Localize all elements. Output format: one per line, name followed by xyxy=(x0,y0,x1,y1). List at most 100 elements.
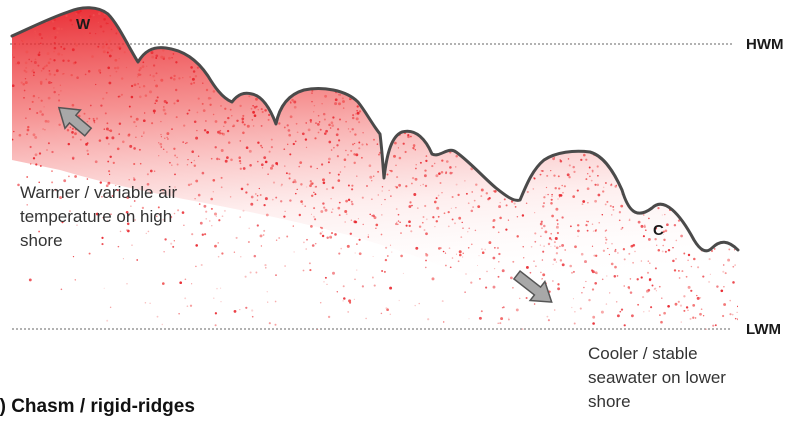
stipple-dot xyxy=(287,22,291,26)
stipple-dot xyxy=(283,215,286,218)
stipple-dot xyxy=(563,97,567,100)
stipple-dot xyxy=(245,81,248,84)
stipple-dot xyxy=(264,109,267,112)
stipple-dot xyxy=(345,149,347,152)
stipple-dot xyxy=(311,92,313,94)
stipple-dot xyxy=(44,129,46,131)
stipple-dot xyxy=(446,116,449,119)
stipple-dot xyxy=(471,138,474,142)
stipple-dot xyxy=(166,132,170,136)
stipple-dot xyxy=(679,304,683,307)
stipple-dot xyxy=(372,214,375,218)
stipple-dot xyxy=(663,95,666,98)
stipple-dot xyxy=(330,149,333,151)
stipple-dot xyxy=(164,44,167,47)
stipple-dot xyxy=(57,52,61,56)
stipple-dot xyxy=(553,309,556,311)
stipple-dot xyxy=(454,125,458,128)
stipple-dot xyxy=(605,115,607,118)
stipple-dot xyxy=(390,195,392,197)
stipple-dot xyxy=(610,184,613,187)
stipple-dot xyxy=(724,200,727,203)
stipple-dot xyxy=(543,245,545,247)
stipple-dot xyxy=(164,26,166,29)
stipple-dot xyxy=(433,139,437,142)
stipple-dot xyxy=(160,120,162,123)
stipple-dot xyxy=(408,51,410,53)
stipple-dot xyxy=(453,47,457,51)
stipple-dot xyxy=(716,187,718,190)
stipple-dot xyxy=(612,148,615,152)
stipple-dot xyxy=(288,177,291,180)
stipple-dot xyxy=(159,213,162,215)
stipple-dot xyxy=(328,123,331,127)
stipple-dot xyxy=(732,170,735,173)
stipple-dot xyxy=(544,59,547,62)
stipple-dot xyxy=(310,121,312,123)
stipple-dot xyxy=(573,84,576,88)
stipple-dot xyxy=(214,146,217,149)
stipple-dot xyxy=(193,8,196,11)
stipple-dot xyxy=(109,155,112,159)
stipple-dot xyxy=(695,91,699,94)
stipple-dot xyxy=(515,15,517,18)
stipple-dot xyxy=(614,129,618,133)
stipple-dot xyxy=(409,201,412,204)
stipple-dot xyxy=(505,150,508,153)
high-shore-description: Warmer / variable air temperature on hig… xyxy=(20,181,177,253)
stipple-dot xyxy=(659,139,662,143)
high-shore-description-line: shore xyxy=(20,231,63,250)
stipple-dot xyxy=(586,187,590,191)
stipple-dot xyxy=(182,77,184,79)
stipple-dot xyxy=(292,142,295,146)
stipple-dot xyxy=(706,124,710,128)
stipple-dot xyxy=(400,232,402,235)
stipple-dot xyxy=(173,102,176,105)
stipple-dot xyxy=(149,169,153,173)
stipple-dot xyxy=(174,186,176,188)
stipple-dot xyxy=(443,321,445,323)
stipple-dot xyxy=(712,70,716,74)
stipple-dot xyxy=(141,17,144,20)
stipple-dot xyxy=(95,117,99,120)
stipple-dot xyxy=(582,200,586,203)
stipple-dot xyxy=(549,132,551,135)
stipple-dot xyxy=(456,74,459,78)
stipple-dot xyxy=(595,113,599,117)
stipple-dot xyxy=(373,40,376,43)
stipple-dot xyxy=(553,18,555,20)
stipple-dot xyxy=(197,97,200,100)
stipple-dot xyxy=(576,117,580,120)
stipple-dot xyxy=(94,160,98,164)
stipple-dot xyxy=(245,146,249,150)
stipple-dot xyxy=(698,141,700,143)
stipple-dot xyxy=(732,96,735,99)
stipple-dot xyxy=(492,285,496,289)
stipple-dot xyxy=(15,15,18,19)
stipple-dot xyxy=(588,298,591,302)
stipple-dot xyxy=(175,61,178,64)
stipple-dot xyxy=(405,224,408,227)
stipple-dot xyxy=(415,105,419,109)
stipple-dot xyxy=(223,26,227,29)
stipple-dot xyxy=(53,41,56,45)
stipple-dot xyxy=(386,97,389,100)
stipple-dot xyxy=(488,241,492,245)
stipple-dot xyxy=(719,74,722,77)
stipple-dot xyxy=(688,41,691,44)
stipple-dot xyxy=(277,65,280,68)
stipple-dot xyxy=(492,225,495,229)
stipple-dot xyxy=(425,218,428,221)
stipple-dot xyxy=(635,8,637,11)
stipple-dot xyxy=(358,58,361,61)
stipple-dot xyxy=(315,122,317,124)
stipple-dot xyxy=(71,48,75,52)
stipple-dot xyxy=(139,95,142,99)
stipple-dot xyxy=(250,195,254,199)
stipple-dot xyxy=(388,95,391,98)
stipple-dot xyxy=(615,138,618,142)
stipple-dot xyxy=(344,210,348,213)
stipple-dot xyxy=(697,19,700,23)
stipple-dot xyxy=(449,87,452,90)
stipple-dot xyxy=(191,233,194,236)
